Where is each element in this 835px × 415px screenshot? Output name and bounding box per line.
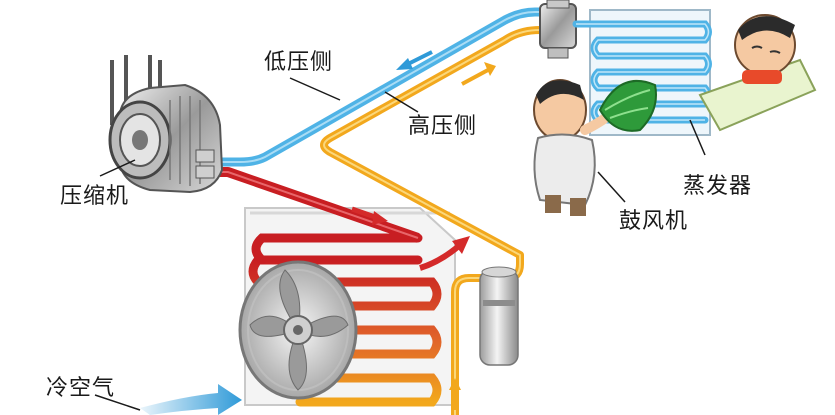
flow-arrow-condenser-exit (419, 236, 470, 271)
leader-compressor (99, 159, 136, 177)
leader-evaporator (689, 119, 706, 156)
compressor (108, 55, 224, 194)
label-high-pressure-side: 高压侧 (408, 114, 478, 139)
flow-arrow-high-pressure (461, 62, 496, 86)
flow-arrow-low-pressure (396, 50, 433, 70)
cold-air-arrow (140, 384, 242, 415)
leader-cold-air (94, 394, 141, 411)
flow-arrow-up (449, 378, 461, 410)
label-evaporator: 蒸发器 (683, 174, 753, 199)
label-blower: 鼓风机 (619, 209, 689, 234)
leader-high-pressure (384, 91, 419, 113)
blower-character-illustration (533, 79, 657, 216)
expansion-valve (539, 0, 577, 59)
label-low-pressure-side: 低压侧 (264, 50, 334, 75)
flow-arrow-hot-gas (351, 206, 388, 225)
leader-low-pressure (289, 77, 341, 101)
leader-blower (597, 171, 626, 203)
label-compressor: 压缩机 (60, 184, 130, 209)
receiver-drier (479, 266, 519, 366)
resting-character-illustration (698, 14, 817, 132)
condenser-fan (238, 260, 358, 400)
label-cold-air: 冷空气 (46, 376, 116, 401)
